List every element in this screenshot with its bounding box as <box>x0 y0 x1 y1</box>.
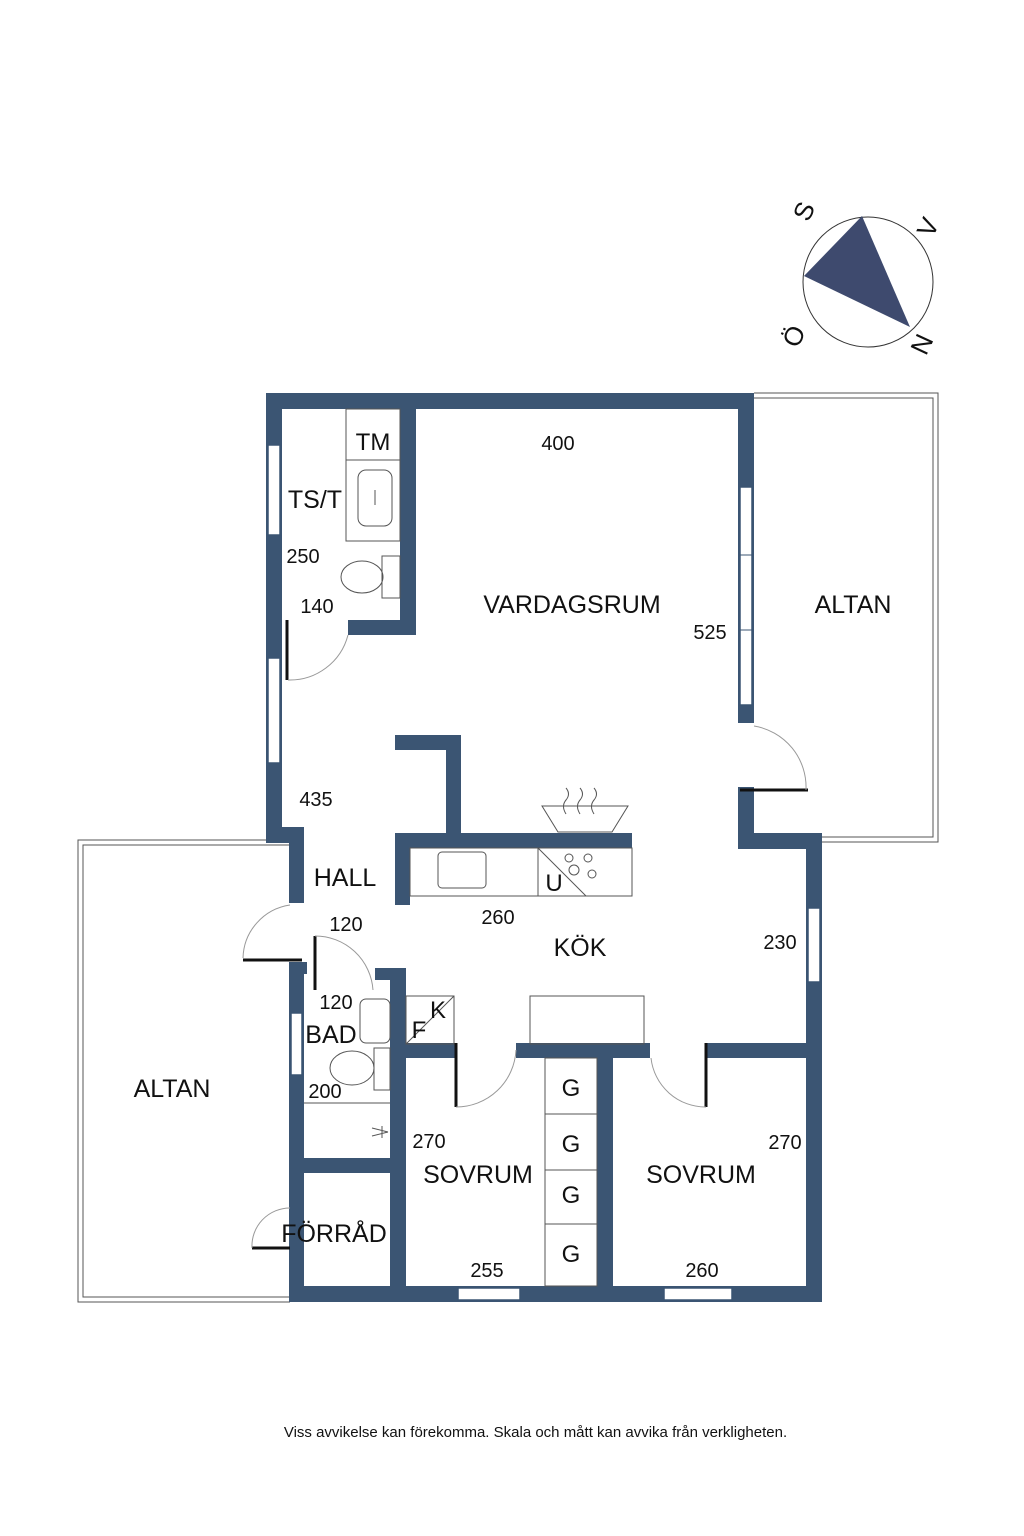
dim-525: 525 <box>693 622 726 644</box>
wardrobes <box>544 1057 598 1287</box>
dim-230: 230 <box>763 932 796 954</box>
window-sovrum-left <box>457 1287 521 1301</box>
ts-t-cabinet <box>345 408 401 542</box>
doors <box>242 620 808 1250</box>
dim-120-bad: 120 <box>319 992 352 1014</box>
room-ts-t: TS/T <box>288 486 342 514</box>
dim-270-right: 270 <box>768 1132 801 1154</box>
dim-260-sovrum: 260 <box>685 1260 718 1282</box>
toilet-tank-bad <box>373 1047 391 1091</box>
kitchen-sink <box>437 851 487 889</box>
dim-250: 250 <box>286 546 319 568</box>
label-g-3: G <box>562 1182 581 1209</box>
room-kok: KÖK <box>554 934 607 962</box>
room-bad: BAD <box>305 1021 356 1049</box>
windows <box>267 444 821 1301</box>
altan-left-outline <box>77 839 290 1303</box>
compass-v: V <box>911 212 946 241</box>
label-k: K <box>430 997 446 1024</box>
kitchen-table <box>529 995 645 1045</box>
altan-right-outline <box>754 392 939 843</box>
compass: S V N Ö <box>776 197 945 359</box>
room-vardagsrum: VARDAGSRUM <box>483 591 660 619</box>
dim-400: 400 <box>541 433 574 455</box>
compass-s: S <box>787 197 822 225</box>
window-hall <box>267 657 281 764</box>
cooker-hood <box>541 805 629 833</box>
label-g-4: G <box>562 1241 581 1268</box>
fixtures <box>304 408 645 1287</box>
shower-icon <box>371 1126 389 1138</box>
label-u: U <box>545 870 562 897</box>
dim-120-hall: 120 <box>329 914 362 936</box>
dim-140: 140 <box>300 596 333 618</box>
room-sovrum-left: SOVRUM <box>423 1161 533 1189</box>
dim-255: 255 <box>470 1260 503 1282</box>
disclaimer-text: Viss avvikelse kan förekomma. Skala och … <box>283 1424 788 1441</box>
dim-270-left: 270 <box>412 1131 445 1153</box>
label-tm: TM <box>356 429 391 456</box>
ts-t-sink <box>357 469 393 527</box>
compass-o: Ö <box>776 321 812 352</box>
fridge-freezer <box>405 995 455 1045</box>
toilet-tank-ts-t <box>381 555 401 599</box>
window-sovrum-right <box>663 1287 733 1301</box>
fixture-labels: TM U F K G G G G <box>356 429 581 1268</box>
room-altan-right: ALTAN <box>815 591 892 619</box>
room-hall: HALL <box>314 864 377 892</box>
compass-needle <box>804 216 910 327</box>
room-sovrum-right: SOVRUM <box>646 1161 756 1189</box>
dim-435: 435 <box>299 789 332 811</box>
compass-ring <box>802 216 934 348</box>
toilet-ts-t <box>340 560 384 594</box>
room-labels: VARDAGSRUM ALTAN ALTAN HALL KÖK BAD TS/T… <box>134 486 892 1248</box>
bad-sink <box>359 998 391 1044</box>
window-vardagsrum <box>739 486 753 706</box>
window-ts-t <box>267 444 281 536</box>
dimension-labels: 400 250 140 525 435 260 120 230 120 200 … <box>286 433 801 1282</box>
compass-n: N <box>904 329 939 359</box>
dim-200: 200 <box>308 1081 341 1103</box>
label-g-1: G <box>562 1075 581 1102</box>
window-bad <box>290 1012 303 1076</box>
label-f: F <box>412 1017 427 1044</box>
room-altan-left: ALTAN <box>134 1075 211 1103</box>
dim-260-kok: 260 <box>481 907 514 929</box>
kitchen-counter <box>409 847 633 897</box>
room-forrad: FÖRRÅD <box>281 1218 387 1248</box>
window-kok <box>807 907 821 983</box>
toilet-bad <box>329 1050 375 1086</box>
label-g-2: G <box>562 1131 581 1158</box>
